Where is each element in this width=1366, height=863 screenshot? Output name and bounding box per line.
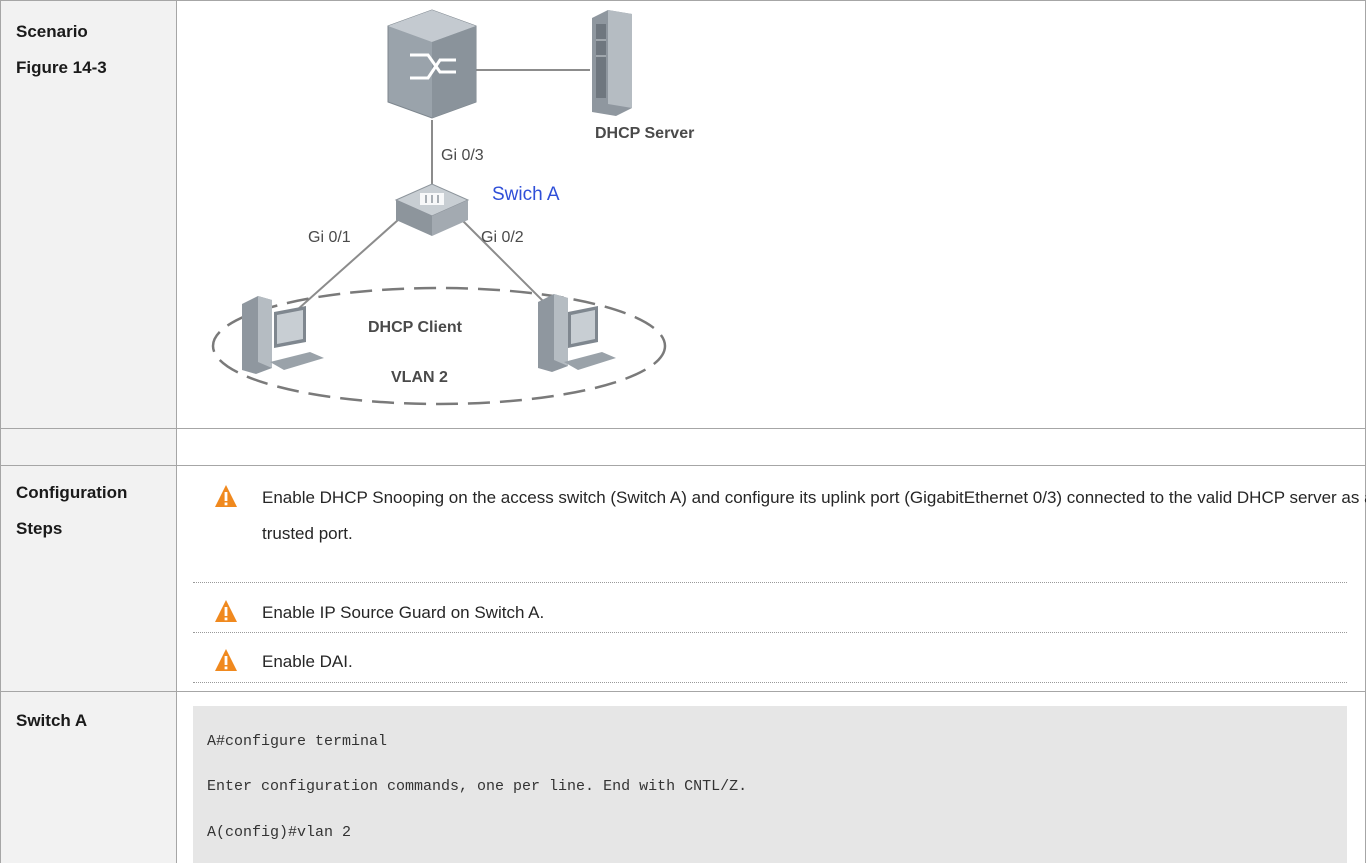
config-step-text: Enable IP Source Guard on Switch A. bbox=[262, 603, 545, 622]
left-port-label: Gi 0/1 bbox=[308, 229, 351, 246]
server-icon bbox=[592, 10, 632, 116]
scenario-label-cell bbox=[0, 0, 176, 428]
client-pc-right-icon bbox=[538, 294, 616, 372]
table-top-border bbox=[0, 0, 1366, 1]
router-icon bbox=[387, 9, 477, 119]
config-step-text: Enable DAI. bbox=[262, 652, 353, 671]
warning-icon bbox=[215, 649, 237, 671]
client-label: DHCP Client bbox=[368, 319, 463, 336]
row-divider bbox=[0, 691, 1366, 692]
config-label-line: Configuration bbox=[16, 483, 128, 502]
column-divider bbox=[176, 0, 177, 863]
client-pc-left-icon bbox=[242, 296, 324, 374]
figure-label-line: Figure 14-3 bbox=[16, 58, 107, 77]
step-separator bbox=[193, 582, 1347, 583]
config-step-3: Enable DAI. bbox=[214, 644, 1366, 680]
left-client-link bbox=[287, 219, 399, 319]
code-block bbox=[193, 706, 1347, 863]
config-step-text: Enable DHCP Snooping on the access switc… bbox=[262, 488, 1366, 543]
scenario-label-line: Scenario bbox=[16, 22, 88, 41]
config-label-cell bbox=[0, 465, 176, 691]
step-separator bbox=[193, 632, 1347, 633]
step-separator bbox=[193, 682, 1347, 683]
code-line: A#configure terminal bbox=[207, 733, 388, 750]
table-left-border bbox=[0, 0, 1, 863]
network-diagram-svg: DHCP Server Gi 0/3 Swich A Gi 0/1 Gi 0/2… bbox=[211, 9, 694, 406]
warning-icon bbox=[215, 485, 237, 507]
uplink-port-label: Gi 0/3 bbox=[441, 147, 484, 164]
right-port-label: Gi 0/2 bbox=[481, 229, 524, 246]
row-divider bbox=[0, 465, 1366, 466]
empty-label-cell bbox=[0, 428, 176, 465]
config-step-2: Enable IP Source Guard on Switch A. bbox=[214, 595, 1366, 631]
switch-label: Swich A bbox=[492, 184, 560, 205]
access-switch-icon bbox=[394, 183, 470, 236]
config-steps-label: Configuration Steps bbox=[16, 478, 127, 544]
config-step-1: Enable DHCP Snooping on the access switc… bbox=[214, 480, 1366, 552]
scenario-label: Scenario Figure 14-3 bbox=[16, 17, 107, 83]
warning-icon bbox=[215, 600, 237, 622]
network-diagram: DHCP Server Gi 0/3 Swich A Gi 0/1 Gi 0/2… bbox=[200, 0, 720, 420]
code-line: Enter configuration commands, one per li… bbox=[207, 778, 748, 795]
code-line: A(config)#vlan 2 bbox=[207, 824, 352, 841]
row-divider bbox=[0, 428, 1366, 429]
steps-label-line: Steps bbox=[16, 519, 63, 538]
vlan-label: VLAN 2 bbox=[391, 369, 448, 386]
server-label: DHCP Server bbox=[595, 125, 694, 142]
switch-label-cell bbox=[0, 691, 176, 863]
switch-a-label: Switch A bbox=[16, 711, 88, 730]
vlan-ellipse bbox=[211, 286, 667, 406]
